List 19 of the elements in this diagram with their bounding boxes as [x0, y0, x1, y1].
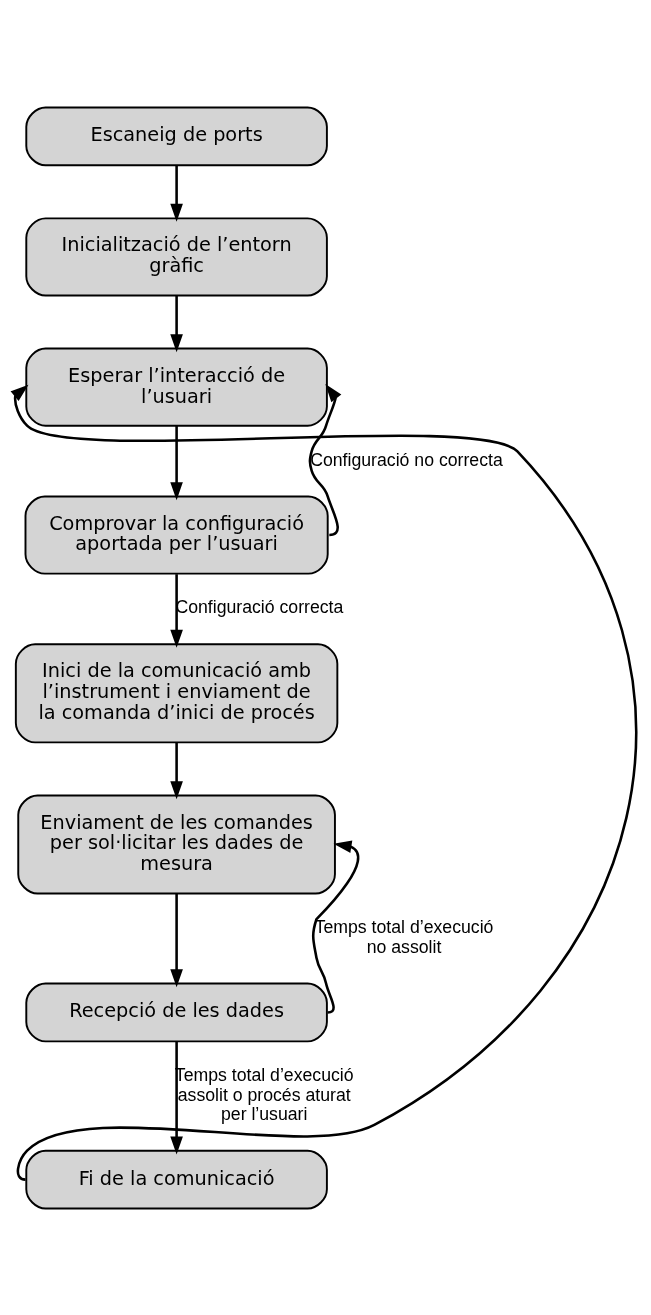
- arrow: [170, 425, 183, 500]
- node-box: Inici de la comunicació amb l’instrument i enviament de la comanda d’inici de procés: [14, 642, 339, 743]
- node-box: Recepció de les dades: [25, 982, 328, 1042]
- arrow: [170, 742, 183, 799]
- node-box: Comprovar la configuració aportada per l’usuari: [24, 495, 329, 575]
- node-box: Inicialització de l’entorn gràfic: [25, 216, 328, 296]
- node-box: Enviament de les comandes per sol·licitar les dades de mesura: [17, 793, 336, 894]
- node-box: Fi de la comunicació: [25, 1149, 328, 1210]
- arrow: [311, 839, 360, 1014]
- arrow: [170, 165, 183, 222]
- arrow: [170, 1041, 183, 1154]
- arrow: [308, 383, 342, 536]
- arrow: [170, 893, 183, 987]
- node-box: Esperar l’interacció de l’usuari: [25, 347, 328, 427]
- edge-label: Configuració no correcta: [310, 449, 503, 470]
- arrow: [170, 295, 183, 352]
- arrow: [170, 573, 183, 648]
- node-box: Escaneig de ports: [25, 105, 328, 166]
- edge-label: Temps total d’execució no assolit: [314, 916, 494, 957]
